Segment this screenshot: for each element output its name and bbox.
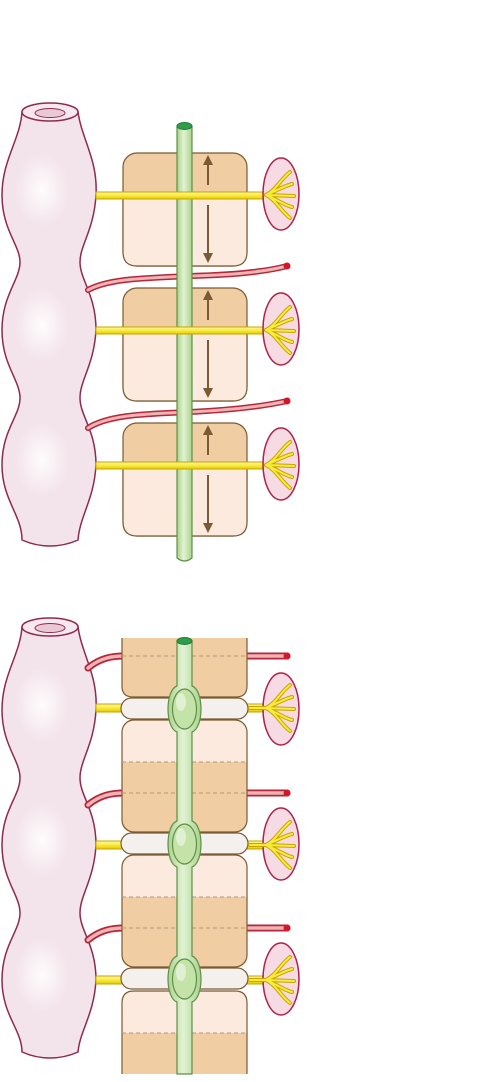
resegmented-stage-panel [1, 617, 300, 1075]
notochord [176, 122, 193, 562]
nucleus-pulposus [171, 823, 198, 865]
dorsal-root-ganglion [248, 942, 300, 1016]
notochord-cap [176, 122, 193, 130]
nucleus-pulposus [171, 958, 198, 1000]
spinal-nerve [95, 292, 300, 366]
notochord [167, 637, 202, 1075]
neural-tube [1, 617, 97, 1059]
nucleus-pulposus [171, 688, 198, 730]
neural-tube [1, 102, 97, 547]
notochord-cap [176, 637, 193, 645]
segmented-stage-panel [1, 102, 300, 562]
dorsal-root-ganglion [248, 807, 300, 881]
spinal-nerve [95, 157, 300, 231]
spinal-nerve [95, 427, 300, 501]
dorsal-root-ganglion [248, 672, 300, 746]
